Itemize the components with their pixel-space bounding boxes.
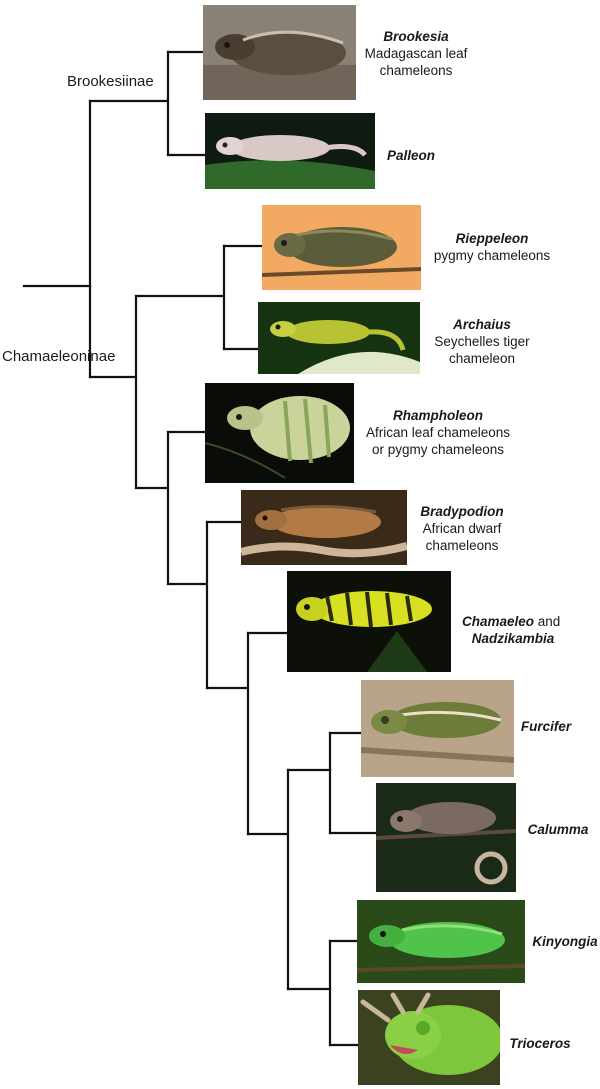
brookesia-photo [203,5,356,100]
common-name: Madagascan leaf [364,46,468,61]
genus-name: Rhampholeon [393,408,483,423]
label-chamaeleo: Chamaeleo and Nadzikambia [458,613,568,647]
label-furcifer: Furcifer [518,718,574,735]
genus-name: Rieppeleon [455,231,529,246]
palleon-photo [205,113,375,189]
trioceros-photo [358,990,500,1085]
label-brookesia: Brookesia Madagascan leaf chameleons [362,28,470,79]
common-name: chameleons [379,63,453,78]
bradypodion-photo [241,490,407,565]
rhampholeon-photo [205,383,354,483]
genus-name: Kinyongia [532,934,598,949]
calumma-photo [376,783,516,892]
genus-name: Chamaeleo [461,614,534,629]
label-kinyongia: Kinyongia [531,933,599,950]
common-name: pygmy chameleons [433,248,551,263]
archaius-photo [258,302,420,374]
kinyongia-photo [357,900,525,983]
label-palleon: Palleon [383,147,439,164]
genus-name: Calumma [527,822,589,837]
genus-name: Nadzikambia [471,631,555,646]
label-trioceros: Trioceros [505,1035,575,1052]
label-rieppeleon: Rieppeleon pygmy chameleons [428,230,556,264]
common-name: or pygmy chameleons [371,442,505,457]
clade-label-brookesiinae: Brookesiinae [67,73,154,90]
label-calumma: Calumma [526,821,590,838]
common-name: chameleons [425,538,499,553]
label-archaius: Archaius Seychelles tiger chameleon [424,316,540,367]
genus-name: Trioceros [509,1036,571,1051]
genus-name: Furcifer [520,719,572,734]
common-name: African leaf chameleons [365,425,511,440]
label-bradypodion: Bradypodion African dwarf chameleons [412,503,512,554]
common-name: African dwarf [422,521,502,536]
genus-name: Archaius [453,317,511,332]
label-rhampholeon: Rhampholeon African leaf chameleons or p… [358,407,518,458]
genus-name: Palleon [386,148,435,163]
genus-joiner: and [534,614,565,629]
common-name: chameleon [448,351,516,366]
rieppeleon-photo [262,205,421,290]
furcifer-photo [361,680,514,777]
chamaeleo-photo [287,571,451,672]
tree-branches [22,50,378,1047]
genus-name: Brookesia [383,29,449,44]
common-name: Seychelles tiger [434,334,530,349]
clade-label-chamaeleoninae: Chamaeleoninae [2,348,116,365]
genus-name: Bradypodion [420,504,504,519]
